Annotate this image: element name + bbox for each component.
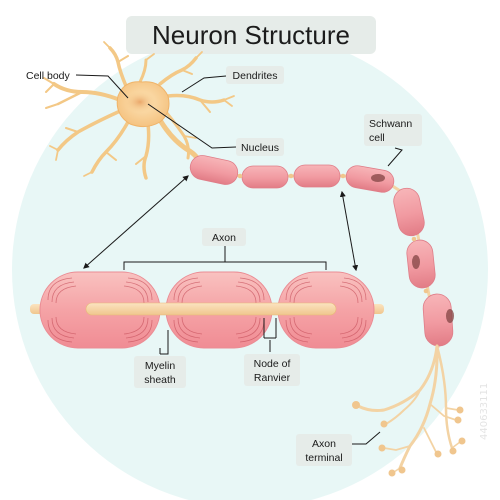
- diagram-title: Neuron Structure: [152, 20, 350, 50]
- label-dendrites-text: Dendrites: [233, 70, 278, 82]
- label-cell-body: Cell body: [26, 70, 71, 82]
- label-nucleus-text: Nucleus: [241, 142, 279, 154]
- label-box: [364, 114, 422, 146]
- node-dot: [411, 236, 417, 242]
- label-box: [244, 354, 300, 386]
- label-node-of-ranvier: Node of Ranvier: [244, 354, 300, 386]
- myelin-layers: [47, 277, 367, 343]
- label-axon-terminal-line2: terminal: [305, 452, 342, 464]
- cell-body-group: [43, 41, 235, 180]
- node-dot: [423, 288, 429, 294]
- myelin-segment: [293, 164, 341, 188]
- label-schwann-cell-line2: cell: [369, 132, 385, 144]
- label-axon: Axon: [202, 228, 246, 246]
- enlarged-axon: [30, 271, 384, 349]
- label-axon-text: Axon: [212, 232, 236, 244]
- label-myelin-sheath-line2: sheath: [144, 374, 176, 386]
- label-box: [236, 138, 284, 156]
- myelin-segment: [406, 239, 436, 289]
- dendrites: [43, 41, 235, 180]
- axon-chain: [189, 155, 454, 349]
- label-myelin-sheath-line1: Myelin: [145, 360, 176, 372]
- background-circle: [12, 32, 488, 500]
- watermark: 440633111: [479, 383, 490, 440]
- title-box: [126, 16, 376, 54]
- axon-terminal: [356, 344, 461, 473]
- label-cell-body-text: Cell body: [26, 70, 71, 82]
- label-schwann-cell-line1: Schwann: [369, 118, 412, 130]
- label-myelin-sheath: Myelin sheath: [134, 356, 186, 388]
- label-nucleus: Nucleus: [236, 138, 284, 156]
- node-dot: [237, 173, 243, 179]
- nucleus: [124, 91, 156, 113]
- myelin-segment: [241, 165, 289, 189]
- label-node-of-ranvier-line1: Node of: [254, 358, 291, 370]
- schwann-nucleus: [412, 255, 420, 269]
- label-axon-terminal: Axon terminal: [296, 434, 352, 466]
- label-box: [202, 228, 246, 246]
- schwann-nucleus: [446, 309, 454, 323]
- myelin-segment: [345, 165, 395, 193]
- node-dot: [288, 173, 294, 179]
- label-schwann-cell: Schwann cell: [364, 114, 422, 146]
- label-dendrites: Dendrites: [226, 66, 284, 84]
- leader-lines: [75, 74, 403, 445]
- schwann-nucleus: [371, 174, 385, 182]
- node-dot: [340, 173, 346, 179]
- label-box: [134, 356, 186, 388]
- label-box: [226, 66, 284, 84]
- axon-core-large: [85, 302, 337, 316]
- label-node-of-ranvier-line2: Ranvier: [254, 372, 291, 384]
- label-axon-terminal-line1: Axon: [312, 438, 336, 450]
- myelin-segment: [393, 187, 425, 237]
- watermark-id: 440633111: [479, 383, 490, 440]
- terminal-boutons: [352, 401, 466, 477]
- label-box: [296, 434, 352, 466]
- myelin-segment: [189, 155, 239, 185]
